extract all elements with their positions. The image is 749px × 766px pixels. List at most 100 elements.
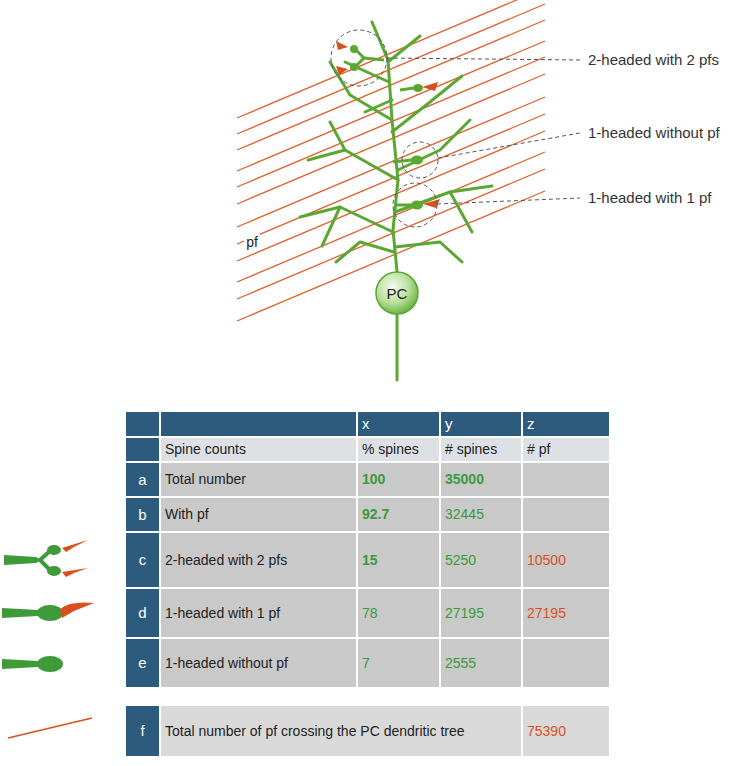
label-text: 2555 — [445, 655, 476, 671]
label-text: # spines — [445, 441, 497, 457]
table-cell-text: 2555 — [445, 638, 520, 688]
label-text: 2-headed with 2 pfs — [165, 552, 287, 568]
table-cell — [440, 462, 522, 497]
table-cell-text: e — [125, 638, 160, 688]
table-cell-text: 27195 — [527, 588, 608, 638]
label-text: 1-headed without pf — [165, 655, 288, 671]
table-cell-text: With pf — [165, 497, 355, 532]
label-text: d — [138, 604, 146, 621]
table-cell — [160, 588, 357, 638]
table-cell — [125, 638, 160, 688]
table-cell — [522, 638, 610, 688]
table-cell-text: a — [125, 462, 160, 497]
table-cell-text: Total number of pf crossing the PC dendr… — [165, 705, 520, 757]
table-cell-text: % spines — [362, 437, 438, 462]
label-text: 27195 — [527, 605, 566, 621]
label-text: # pf — [527, 441, 550, 457]
table-cell-text: 2-headed with 2 pfs — [165, 532, 355, 588]
label-text: f — [140, 722, 144, 739]
table-cell-text: x — [362, 411, 438, 437]
fiber-label: pf — [238, 232, 266, 252]
table-cell-text: 7 — [362, 638, 438, 688]
spines — [336, 41, 440, 210]
label-text: Total number of pf crossing the PC dendr… — [165, 723, 465, 739]
label-text: c — [139, 551, 147, 568]
table-cell-text: Total number — [165, 462, 355, 497]
table-cell — [357, 532, 440, 588]
table-cell-text: # pf — [527, 437, 608, 462]
table-cell — [440, 532, 522, 588]
parallel-fiber — [237, 114, 545, 244]
table-cell-text: 1-headed without pf — [165, 638, 355, 688]
table-cell — [125, 497, 160, 532]
table-cell-text: b — [125, 497, 160, 532]
callout-label: 2-headed with 2 pfs — [588, 50, 746, 70]
label-text: 78 — [362, 605, 378, 621]
label-text: 5250 — [445, 552, 476, 568]
table-cell — [160, 462, 357, 497]
spine-icons — [2, 540, 94, 738]
parallel-fiber — [237, 131, 545, 261]
label-text: 15 — [362, 552, 378, 568]
callout-label: 1-headed with 1 pf — [588, 188, 746, 208]
table-cell-text: # spines — [445, 437, 520, 462]
label-text: 32445 — [445, 506, 484, 522]
table-cell — [357, 638, 440, 688]
callout-circles — [331, 30, 580, 227]
label-text: Spine counts — [165, 441, 246, 457]
callout-label: 1-headed without pf — [588, 123, 746, 143]
label-text: 35000 — [445, 471, 484, 487]
table-cell — [440, 588, 522, 638]
soma-label: PC — [387, 285, 408, 302]
table-cell — [357, 497, 440, 532]
dendritic-tree — [300, 22, 492, 380]
label-text: 1-headed with 1 pf — [165, 605, 280, 621]
table-cell-text: 32445 — [445, 497, 520, 532]
table-cell — [125, 462, 160, 497]
label-text: Total number — [165, 471, 246, 487]
label-text: b — [138, 506, 146, 523]
table-cell-text: y — [445, 411, 520, 437]
label-text: x — [362, 415, 370, 432]
table-cell-text: 5250 — [445, 532, 520, 588]
table-cells — [125, 411, 610, 757]
table-cell — [440, 638, 522, 688]
table-cell-text: 1-headed with 1 pf — [165, 588, 355, 638]
table-cell-text: z — [527, 411, 608, 437]
label-text: 100 — [362, 471, 385, 487]
table-cell-text: 10500 — [527, 532, 608, 588]
label-text: pf — [244, 234, 260, 250]
table-cell-text: 27195 — [445, 588, 520, 638]
parallel-fiber — [237, 0, 545, 118]
label-text: 27195 — [445, 605, 484, 621]
label-text: 2-headed with 2 pfs — [588, 51, 719, 68]
label-text: 75390 — [527, 723, 566, 739]
table-cell-text: 78 — [362, 588, 438, 638]
table-cell — [522, 588, 610, 638]
table-cell — [357, 588, 440, 638]
table-cell-text: c — [125, 532, 160, 588]
label-text: % spines — [362, 441, 419, 457]
label-text: z — [527, 415, 535, 432]
table-cell — [440, 497, 522, 532]
label-text: 1-headed without pf — [588, 124, 720, 141]
table-cell-text: f — [125, 705, 160, 757]
soma-circle: PC — [375, 271, 419, 315]
table-cell — [522, 497, 610, 532]
table-cell-text: 35000 — [445, 462, 520, 497]
table-cell — [522, 462, 610, 497]
parallel-fiber — [237, 152, 545, 282]
table-cell — [522, 532, 610, 588]
label-text: 7 — [362, 655, 370, 671]
parallel-fiber — [237, 191, 545, 321]
label-text: y — [445, 415, 453, 432]
label-text: e — [138, 654, 146, 671]
table-cell-text: 15 — [362, 532, 438, 588]
table-cell — [125, 588, 160, 638]
table-cell — [160, 532, 357, 588]
table-cell — [125, 532, 160, 588]
table-cell-text: 100 — [362, 462, 438, 497]
table-cell-text: Spine counts — [165, 437, 355, 462]
table-cell-text: d — [125, 588, 160, 638]
